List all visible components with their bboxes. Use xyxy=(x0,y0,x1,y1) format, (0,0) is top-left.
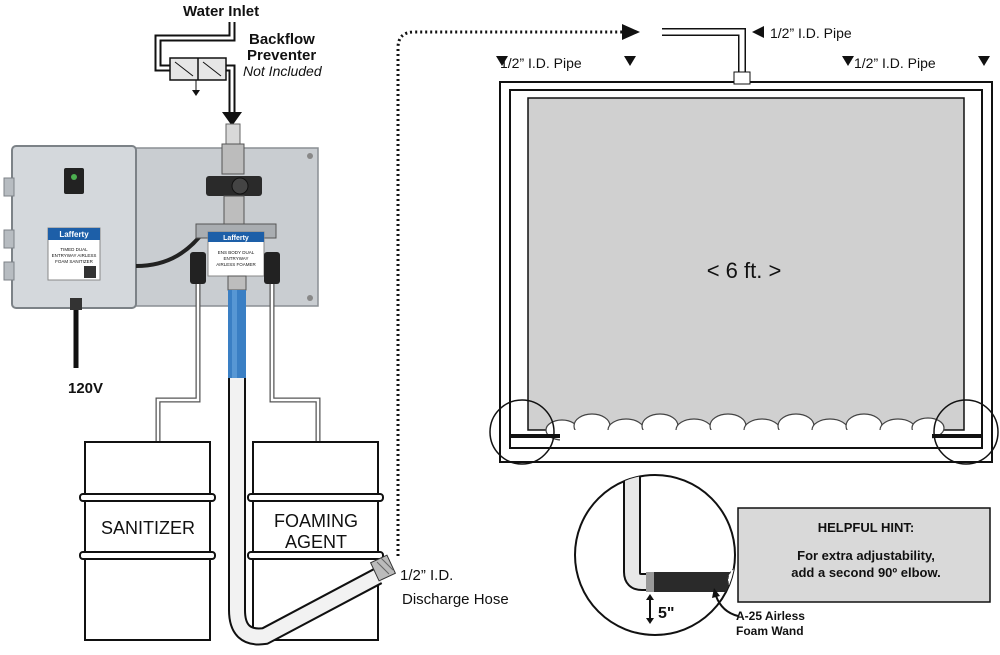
control-enclosure: Lafferty TIMED DUAL ENTRYWAY AIRLESS FOA… xyxy=(3,145,137,309)
backflow-label-2: Preventer xyxy=(247,47,316,64)
pipe-top-label: 1/2” I.D. Pipe xyxy=(770,25,852,41)
routing-line xyxy=(396,30,628,556)
foamer-line2: ENTRYWAY xyxy=(224,256,249,261)
pipe-left-label: 1/2” I.D. Pipe xyxy=(500,55,582,71)
discharge-label-2: Discharge Hose xyxy=(402,591,509,608)
backflow-preventer xyxy=(169,57,227,96)
foam-curtain xyxy=(545,413,945,444)
discharge-label-1: 1/2” I.D. xyxy=(400,567,453,584)
wand-label-2: Foam Wand xyxy=(736,624,804,638)
helpful-hint-box xyxy=(737,507,991,603)
opening-width-label: < 6 ft. > xyxy=(707,258,782,283)
sanitizer-drum xyxy=(79,441,216,641)
inlet-arrow-icon xyxy=(222,112,242,126)
sanitizer-label: SANITIZER xyxy=(101,518,195,538)
backflow-label-1: Backflow xyxy=(249,31,315,48)
hint-line-2: add a second 90º elbow. xyxy=(791,565,940,580)
hint-title: HELPFUL HINT: xyxy=(818,520,915,535)
steel-panel xyxy=(119,147,319,307)
power-switch xyxy=(64,168,84,194)
pipe-top-arrow-icon xyxy=(752,26,764,38)
routing-arrow-icon xyxy=(622,24,640,40)
foamer-line1: ENS BODY DUAL xyxy=(218,250,255,255)
enclosure-line2: ENTRYWAY AIRLESS xyxy=(52,253,97,258)
detail-circle-right xyxy=(933,399,999,465)
foamer-brand: Lafferty xyxy=(223,235,249,242)
height-label: 5" xyxy=(658,605,674,622)
pipe-right-label: 1/2” I.D. Pipe xyxy=(854,55,936,71)
detail-circle-left xyxy=(489,399,555,465)
hint-line-1: For extra adjustability, xyxy=(797,548,935,563)
foaming-label-1: FOAMING xyxy=(274,511,358,531)
enclosure-line1: TIMED DUAL xyxy=(60,247,88,252)
backflow-label-3: Not Included xyxy=(243,63,323,79)
water-inlet-label: Water Inlet xyxy=(183,3,259,20)
doorway-opening xyxy=(527,97,965,431)
hose-fitting xyxy=(369,554,397,582)
foamer-line3: AIRLESS FOAMER xyxy=(216,262,256,267)
enclosure-brand: Lafferty xyxy=(59,230,89,239)
foamer-assembly: Lafferty ENS BODY DUAL ENTRYWAY AIRLESS … xyxy=(190,123,280,291)
voltage-label: 120V xyxy=(68,380,103,397)
foam-wand xyxy=(646,572,730,592)
enclosure-line3: FOAM SANITIZER xyxy=(55,259,94,264)
wand-label-1: A-25 Airless xyxy=(736,609,805,623)
foaming-label-2: AGENT xyxy=(285,532,347,552)
zoom-detail-circle xyxy=(574,474,736,636)
